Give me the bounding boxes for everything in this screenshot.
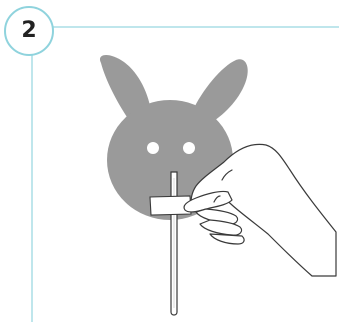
right-eye-hole	[183, 142, 195, 154]
step-number-badge: 2	[4, 6, 54, 56]
left-eye-hole	[147, 142, 159, 154]
step-number: 2	[21, 20, 36, 42]
